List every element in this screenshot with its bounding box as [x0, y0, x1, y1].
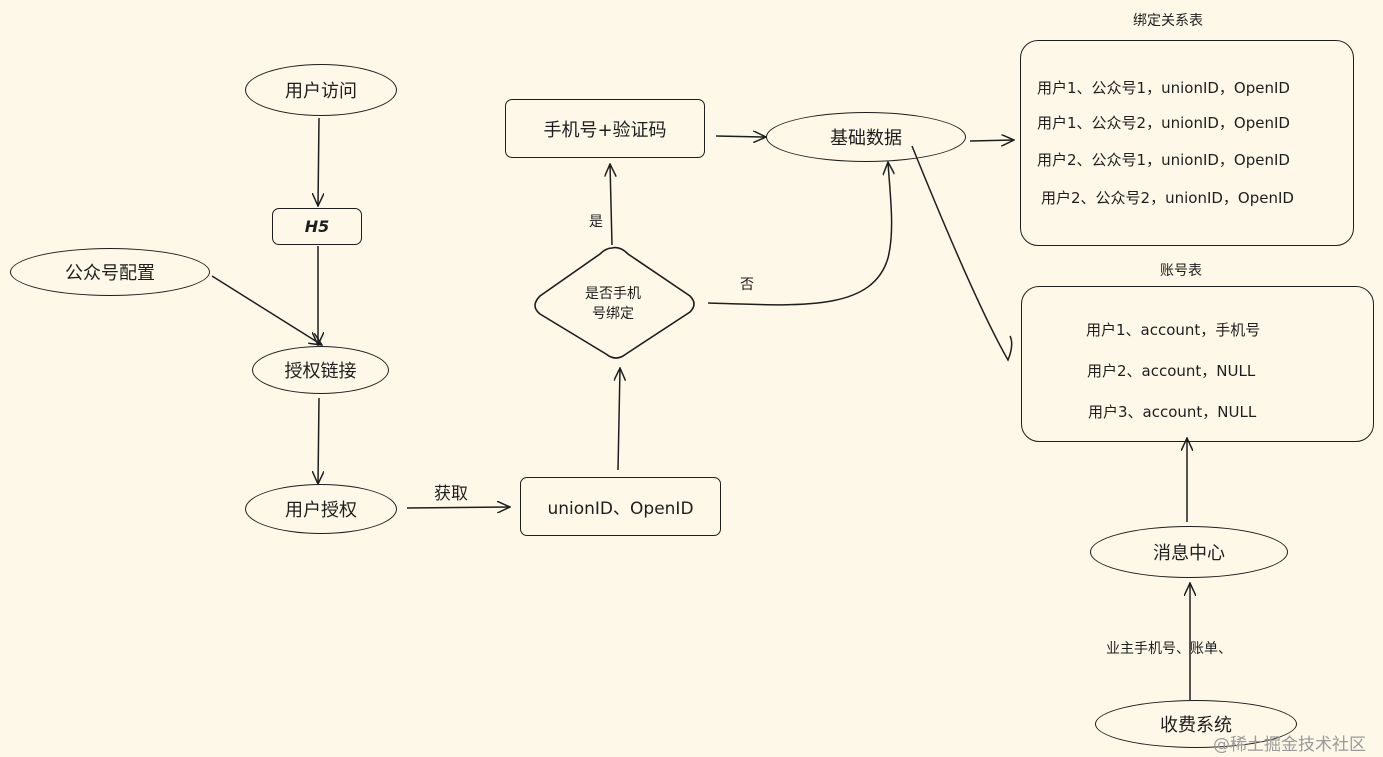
arrow-config-to-authlink	[211, 275, 322, 345]
edge-label-yes: 是	[589, 214, 603, 230]
arrow-userauth-to-union	[406, 507, 510, 508]
watermark: @稀土掘金技术社区	[1213, 735, 1366, 755]
node-union-open-label: unionID、OpenID	[547, 499, 694, 519]
node-phone-code-label: 手机号+验证码	[543, 119, 667, 141]
node-phone-code: 手机号+验证码	[505, 99, 705, 158]
node-msg-center: 消息中心	[1090, 526, 1288, 578]
account-table-title: 账号表	[1160, 263, 1202, 279]
arrow-base-to-account	[911, 145, 1013, 362]
node-union-open: unionID、OpenID	[520, 477, 721, 536]
node-base-data: 基础数据	[766, 112, 966, 162]
node-mp-config-label: 公众号配置	[65, 263, 155, 284]
node-user-auth: 用户授权	[245, 484, 397, 534]
decision-label-line2: 号绑定	[592, 306, 634, 322]
node-auth-link: 授权链接	[252, 346, 389, 394]
node-h5-label: H5	[304, 217, 330, 236]
bind-table-title: 绑定关系表	[1133, 13, 1203, 29]
node-auth-link-label: 授权链接	[284, 361, 357, 382]
bind-row-3: 用户2、公众号1，unionID，OpenID	[1037, 151, 1290, 169]
bind-row-2: 用户1、公众号2，unionID，OpenID	[1037, 114, 1290, 132]
decision-label: 是否手机 号绑定	[568, 284, 658, 324]
bind-row-1: 用户1、公众号1，unionID，OpenID	[1037, 79, 1290, 97]
arrow-decision-yes	[610, 164, 612, 246]
account-table: 用户1、account，手机号 用户2、account，NULL 用户3、acc…	[1021, 286, 1374, 442]
arrow-phone-to-base	[715, 136, 766, 137]
edge-label-no: 否	[740, 277, 754, 293]
arrow-base-to-bind	[969, 140, 1014, 141]
node-mp-config: 公众号配置	[10, 248, 210, 296]
account-row-1: 用户1、account，手机号	[1086, 321, 1261, 339]
arrow-decision-no	[707, 162, 892, 306]
node-h5: H5	[272, 208, 362, 245]
account-row-2: 用户2、account，NULL	[1087, 362, 1256, 380]
account-row-3: 用户3、account，NULL	[1088, 403, 1257, 421]
node-billing-label: 收费系统	[1160, 715, 1232, 736]
edge-label-get: 获取	[434, 484, 468, 504]
edge-label-billing: 业主手机号、账单、	[1106, 641, 1232, 657]
decision-label-line1: 是否手机	[585, 286, 641, 302]
node-billing: 收费系统	[1095, 700, 1297, 748]
node-base-data-label: 基础数据	[830, 128, 902, 149]
bind-row-4: 用户2、公众号2，unionID，OpenID	[1041, 189, 1294, 207]
arrow-visit-to-h5	[318, 117, 319, 206]
node-user-visit-label: 用户访问	[285, 81, 357, 102]
node-user-auth-label: 用户授权	[285, 500, 357, 521]
node-user-visit: 用户访问	[245, 64, 397, 116]
arrow-authlink-to-userauth	[318, 397, 319, 484]
node-msg-center-label: 消息中心	[1153, 543, 1225, 564]
arrow-union-to-decision	[618, 368, 620, 471]
decision-diamond-shape	[534, 246, 695, 359]
bind-table: 用户1、公众号1，unionID，OpenID 用户1、公众号2，unionID…	[1020, 40, 1354, 246]
